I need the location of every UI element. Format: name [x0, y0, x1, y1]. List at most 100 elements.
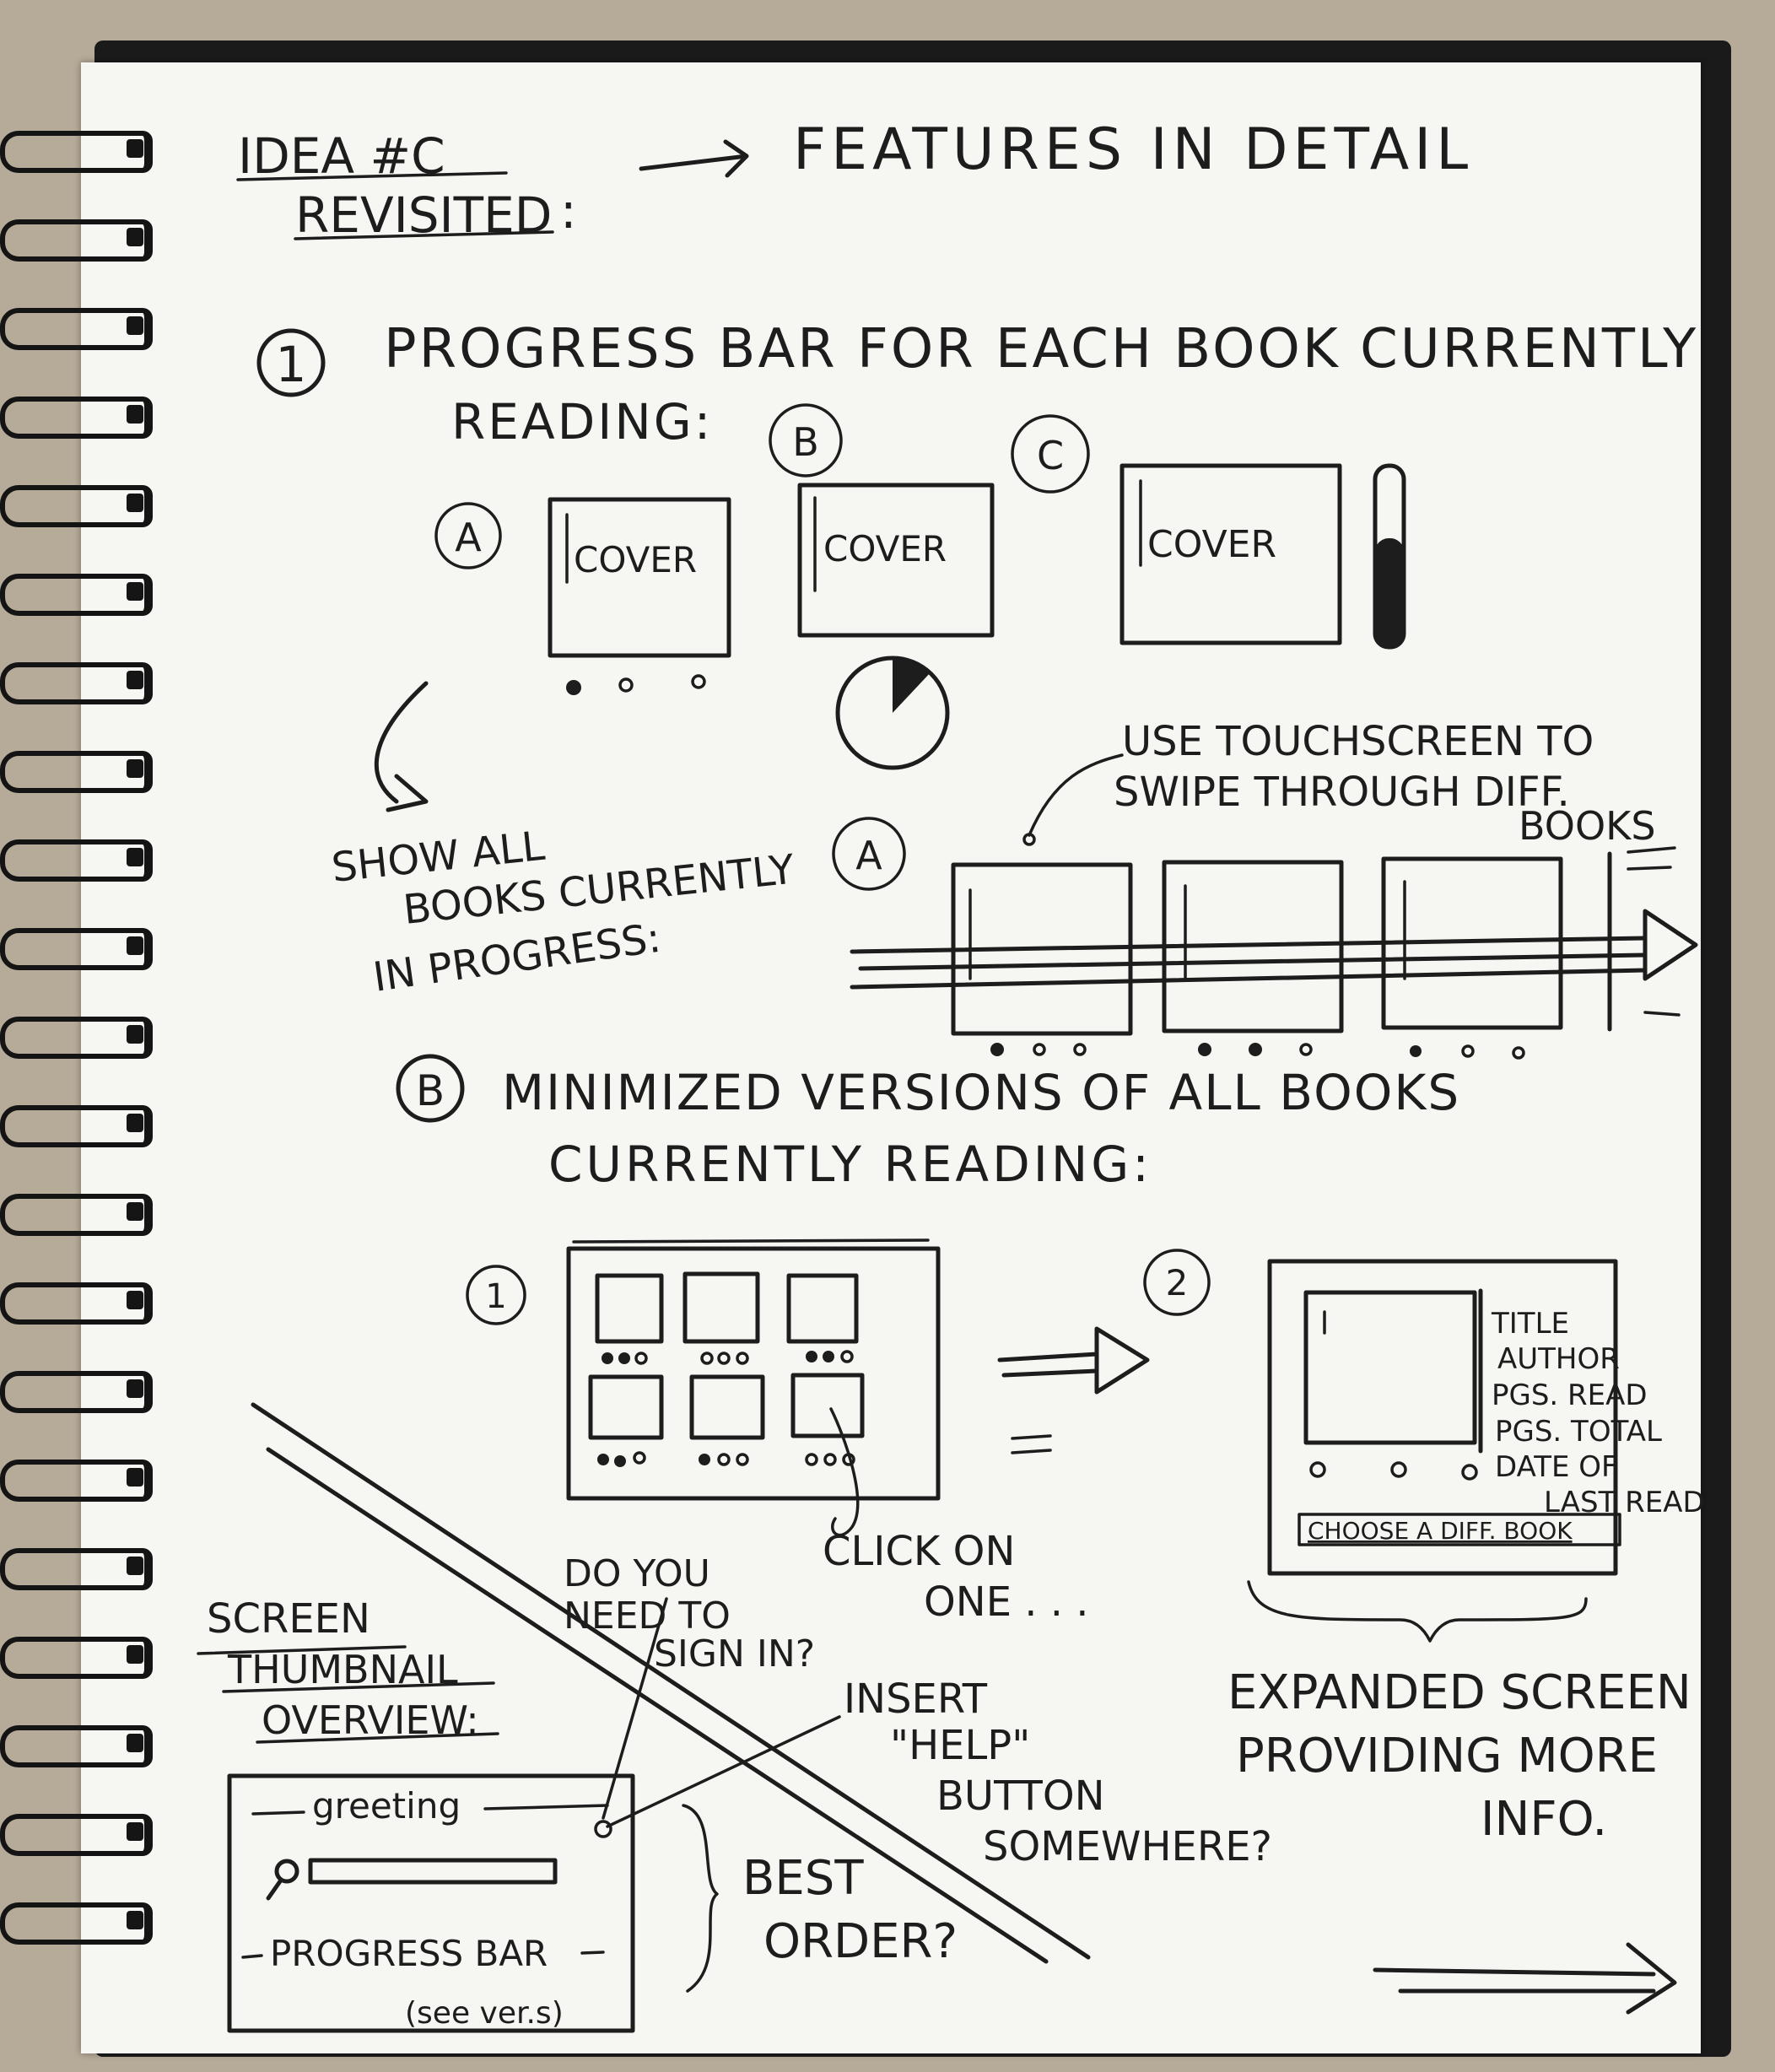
dot-indicator — [1073, 1043, 1087, 1056]
coil — [0, 928, 153, 970]
thumbnail-screen — [227, 1773, 635, 2033]
header: IDEA #C REVISITED : FEATURES IN DETAIL — [236, 116, 1468, 244]
dash-line — [241, 1951, 605, 1959]
underline — [256, 1732, 499, 1744]
coil — [0, 1725, 153, 1767]
section-title: MINIMIZED VERSIONS OF ALL BOOKS — [502, 1064, 1460, 1121]
section-progress-bar: 1 PROGRESS BAR FOR EACH BOOK CURRENTLY R… — [256, 318, 1698, 770]
variant-label-circle — [396, 1054, 465, 1123]
coil — [0, 574, 153, 616]
coil — [0, 1548, 153, 1590]
equals-mark — [1011, 1434, 1052, 1454]
expanded-note: EXPANDED SCREEN — [1227, 1665, 1691, 1720]
search-icon — [274, 1859, 299, 1884]
coil — [0, 1105, 153, 1147]
mini-dots — [597, 1350, 855, 1467]
choose-book-button-label: CHOOSE A DIFF. BOOK — [1308, 1517, 1573, 1545]
callout-line — [602, 1597, 668, 1820]
choose-book-button[interactable] — [1298, 1513, 1621, 1546]
sign-in-note: DO YOU — [564, 1552, 710, 1595]
sketch-page — [81, 62, 1701, 2053]
dot-indicator-active — [1198, 1043, 1211, 1056]
coil — [0, 1282, 153, 1325]
coil — [0, 1194, 153, 1236]
book-cover — [548, 497, 731, 658]
speed-lines — [1627, 846, 1681, 1017]
mini-cover — [588, 1374, 664, 1440]
field-title: TITLE — [1491, 1307, 1569, 1341]
mini-cover — [786, 1273, 859, 1344]
search-icon-handle — [266, 1879, 283, 1901]
dash-line — [251, 1804, 609, 1816]
step-circle — [256, 328, 326, 397]
expanded-note: INFO. — [1481, 1792, 1607, 1847]
underline — [222, 1681, 495, 1693]
best-order-note: BEST — [742, 1851, 864, 1906]
greeting-label: greeting — [312, 1785, 461, 1826]
variant-label: A — [455, 515, 482, 560]
cover-label: COVER — [574, 539, 697, 580]
mini-cover — [689, 1374, 765, 1440]
brace-icon — [682, 1804, 719, 1993]
section-title-cont: READING: — [451, 393, 713, 451]
progress-pie-fill — [893, 657, 931, 713]
dot-indicator — [618, 677, 634, 693]
click-note: ONE . . . — [924, 1578, 1089, 1626]
cover-label: COVER — [823, 528, 947, 569]
best-order-note: ORDER? — [763, 1914, 958, 1969]
section-title-cont: CURRENTLY READING: — [548, 1136, 1152, 1193]
dot-indicator-active — [1410, 1045, 1422, 1057]
variant-label-circle — [769, 403, 843, 478]
coil — [0, 751, 153, 793]
step-number: 1 — [485, 1277, 506, 1316]
dot-indicator — [1033, 1043, 1046, 1056]
crossing-lines — [251, 1402, 1091, 1964]
coil — [0, 662, 153, 704]
field-date: DATE OF — [1495, 1450, 1618, 1484]
step-number: 1 — [276, 336, 307, 393]
callout-line — [606, 1715, 841, 1828]
grid-screen — [566, 1246, 941, 1501]
arrow-icon — [639, 139, 749, 178]
dot-indicator — [1390, 1461, 1407, 1478]
coil — [0, 219, 153, 262]
colon: : — [560, 182, 577, 240]
book-cover — [797, 483, 995, 638]
coil — [0, 1814, 153, 1856]
coil — [0, 397, 153, 439]
callout-line — [1028, 753, 1124, 837]
mini-cover — [595, 1273, 664, 1344]
field-pages-total: PGS. TOTAL — [1495, 1415, 1662, 1449]
variant-label-circle — [434, 502, 502, 569]
underline — [294, 230, 554, 240]
swipe-arrow-icon — [1643, 909, 1698, 981]
callout-dot — [1022, 833, 1036, 846]
screen-edge — [572, 1238, 930, 1244]
step-circle — [466, 1265, 526, 1325]
underline — [236, 171, 508, 181]
section-title: PROGRESS BAR FOR EACH BOOK CURRENTLY — [384, 318, 1698, 380]
expanded-note: PROVIDING MORE — [1236, 1729, 1658, 1783]
arrow-right-icon — [997, 1326, 1150, 1395]
touch-note: SWIPE THROUGH DIFF. — [1114, 769, 1570, 816]
cover-label: COVER — [1147, 523, 1276, 566]
search-input[interactable] — [308, 1858, 558, 1885]
dot-indicator — [1299, 1043, 1313, 1056]
coil — [0, 1371, 153, 1413]
sign-in-note: SIGN IN? — [654, 1632, 815, 1675]
dot-indicator — [691, 674, 706, 689]
coil — [0, 1902, 153, 1945]
mini-cover — [790, 1373, 865, 1438]
variant-label: B — [792, 419, 819, 465]
help-button-mark[interactable] — [594, 1820, 612, 1838]
coil — [0, 131, 153, 173]
dot-indicator — [1461, 1044, 1475, 1058]
variant-label: B — [416, 1066, 445, 1115]
step-number: 2 — [1166, 1262, 1189, 1303]
dot-indicator-active — [566, 680, 581, 695]
sign-in-note: NEED TO — [564, 1594, 731, 1638]
thumbnail-heading: SCREEN — [207, 1595, 370, 1643]
book-cover — [1119, 463, 1342, 645]
dot-indicator-active — [1249, 1043, 1262, 1056]
